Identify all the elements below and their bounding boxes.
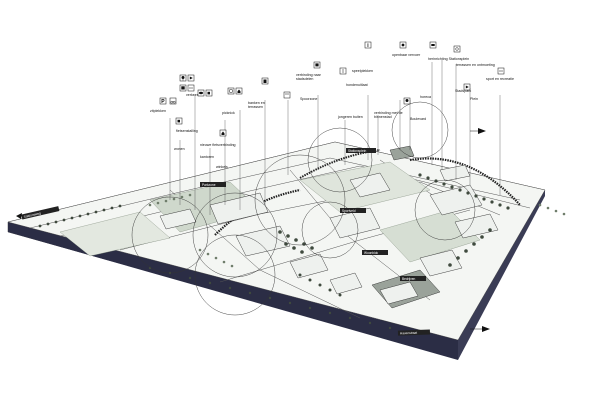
walk-icon [339,67,347,75]
label-verkeer: verkeer [186,93,199,97]
annotation-labels: zitplekken fietsenstalling verkeer nieuw… [150,53,514,169]
label-zitplekken: zitplekken [150,109,166,113]
house-icon [219,129,227,137]
label-wonen: wonen [174,147,185,151]
bus-icon [179,84,187,92]
bench-icon [187,84,195,92]
arrow-north-icon [478,128,486,134]
tag-parkzone: Parkzone [200,182,226,187]
camera-icon [453,45,461,53]
icon-markers: P [159,41,505,137]
car-icon [429,41,437,49]
plan-tags: Stationsweg Stationsplein Parkzone Sport… [21,148,431,336]
svg-text:Stationsweg: Stationsweg [23,211,41,219]
cafe-icon [205,89,213,97]
label-horeca: horeca [420,95,431,99]
water-icon [399,41,407,49]
tree-icon [403,97,411,105]
info-icon: i [364,41,372,49]
label-sport: sport en recreatie [486,77,514,81]
label-winkels: winkels [216,165,228,169]
bicycle-icon [169,97,177,105]
label-stadspark: Stadspark [455,89,471,93]
direction-arrows [16,128,490,332]
sport-icon [227,87,235,95]
label-verbinding-naar: verbinding naar [296,73,322,77]
arrow-east-icon [482,326,490,332]
office-icon [261,77,269,85]
cafe-icon [175,117,183,125]
play-icon [463,83,471,91]
label-binnenstad: binnenstad [374,115,392,119]
tree-icon [179,74,187,82]
svg-text:Bedrijven: Bedrijven [402,277,416,281]
label-verbinding-met: verbinding met de [374,111,403,115]
tag-stationsweg: Stationsweg [21,206,60,220]
label-herinrichting: herinrichting Stationsplein [428,57,469,61]
bench-icon [497,67,505,75]
label-hondenuitlaat: hondenuitlaat [346,83,368,87]
tag-bedrijven: Bedrijven [400,276,426,281]
label-banken-en: banken en [248,101,265,105]
label-spoorzone: Spoorzone [300,97,317,101]
train-icon [313,61,321,69]
dog-icon [197,89,205,97]
label-terrassen-ontmoeting: terrassen en ontmoeting [456,63,495,67]
label-kantoren: kantoren [200,155,214,159]
focus-circles [131,101,476,316]
play-icon [187,74,195,82]
svg-text:i: i [367,43,369,49]
label-terrassen: terrassen [248,105,263,109]
tag-havenstraat: Havenstraat [397,329,431,336]
svg-text:Parkzone: Parkzone [202,183,216,187]
label-nieuwe-fietsverbinding: nieuwe fietsverbinding [200,143,236,147]
label-stadsdelen: stadsdelen [296,77,313,81]
house-icon [235,87,243,95]
parking-icon: P [159,97,167,105]
label-jongeren: jongeren buiten [337,115,363,119]
label-openbaar-vervoer: openbaar vervoer [392,53,421,57]
label-plein: Plein [470,97,478,101]
svg-text:Havenstraat: Havenstraat [400,331,417,336]
label-speelplekken: speelplekken [352,69,373,73]
svg-text:Woonblok: Woonblok [364,251,379,255]
shop-icon [283,91,291,99]
tag-stationsplein: Stationsplein [346,148,376,153]
arrow-west-icon [16,213,22,219]
svg-text:Stationsplein: Stationsplein [348,149,366,153]
label-fietsenstalling: fietsenstalling [176,129,198,133]
svg-text:Sportveld: Sportveld [342,209,356,213]
label-picknick: picknick [222,111,235,115]
tag-woonblok: Woonblok [362,250,388,255]
label-boulevard: Boulevard [410,117,426,121]
svg-text:P: P [161,99,165,105]
leader-lines [169,60,501,215]
tag-sportveld: Sportveld [340,208,366,213]
